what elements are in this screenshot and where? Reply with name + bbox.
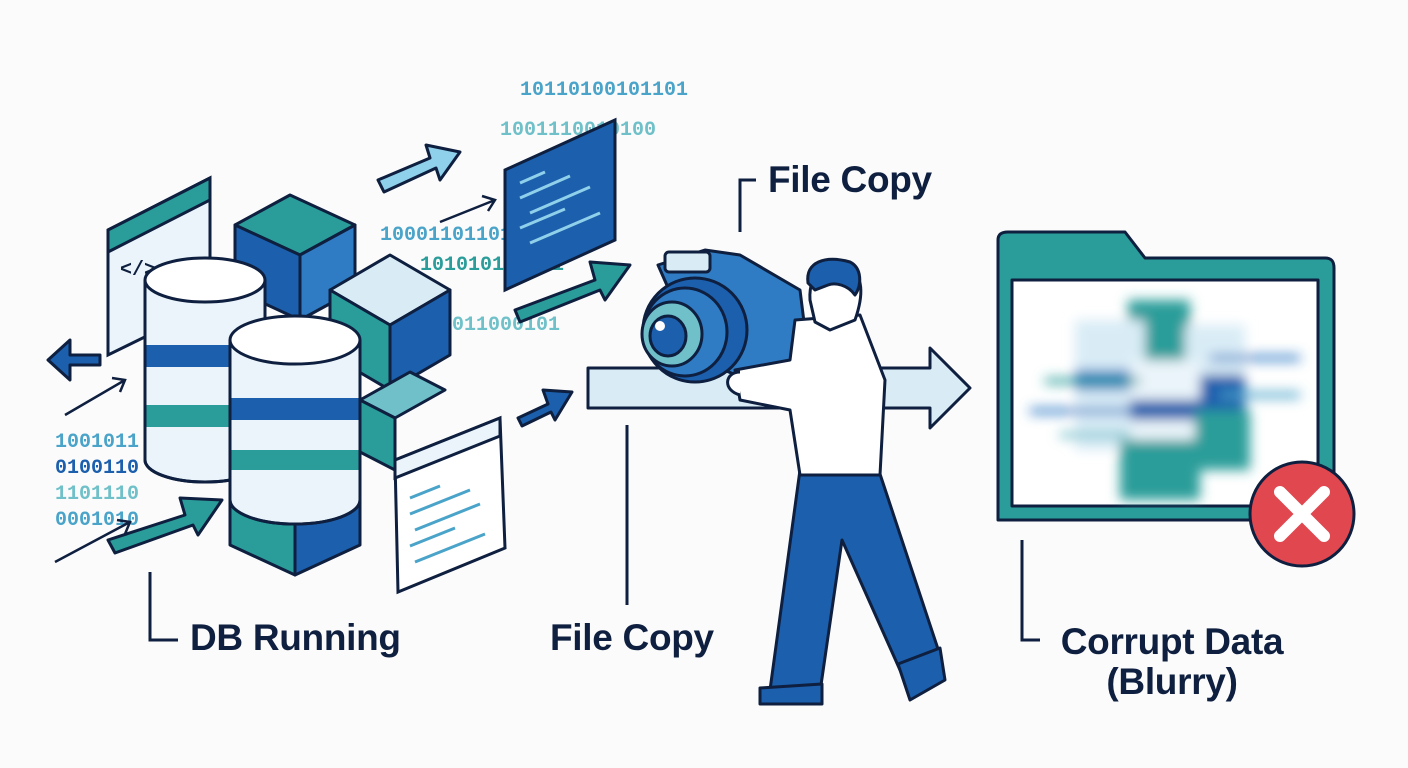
binary-text: 1001011 [55, 431, 139, 454]
error-x-icon [1248, 460, 1356, 568]
label-file-copy-mid: File Copy [550, 617, 714, 658]
leader-lines [148, 178, 1040, 642]
binary-text: 0100110 [55, 457, 139, 480]
binary-text: 0001010 [55, 509, 139, 532]
arrow-icon [106, 496, 224, 555]
code-window-icon [393, 415, 507, 595]
arrow-icon [376, 143, 462, 194]
person-icon [726, 257, 947, 706]
arrow-icon [516, 388, 574, 428]
camera-icon [640, 248, 812, 387]
cube-icon [358, 370, 447, 472]
label-file-copy-top: File Copy [768, 159, 932, 200]
thin-arrow [54, 194, 497, 564]
code-window-icon [503, 117, 617, 293]
label-db-running: DB Running [190, 617, 401, 658]
arrow-icon [513, 260, 632, 324]
binary-text: 10110100101101 [520, 79, 688, 102]
binary-text: 1101110 [55, 483, 139, 506]
label-corrupt-data: Corrupt Data (Blurry) [1052, 622, 1292, 702]
label-corrupt-line1: Corrupt Data [1060, 621, 1284, 662]
database-icon [228, 314, 362, 526]
blurred-database [1030, 300, 1300, 500]
arrow-icon [46, 338, 102, 382]
label-corrupt-line2: (Blurry) [1106, 660, 1238, 702]
binary-stream-left: 1001011 0100110 1101110 0001010 [55, 431, 139, 532]
binary-text: 1011000101 [440, 314, 560, 337]
binary-text: 1001110010100 [500, 119, 656, 142]
